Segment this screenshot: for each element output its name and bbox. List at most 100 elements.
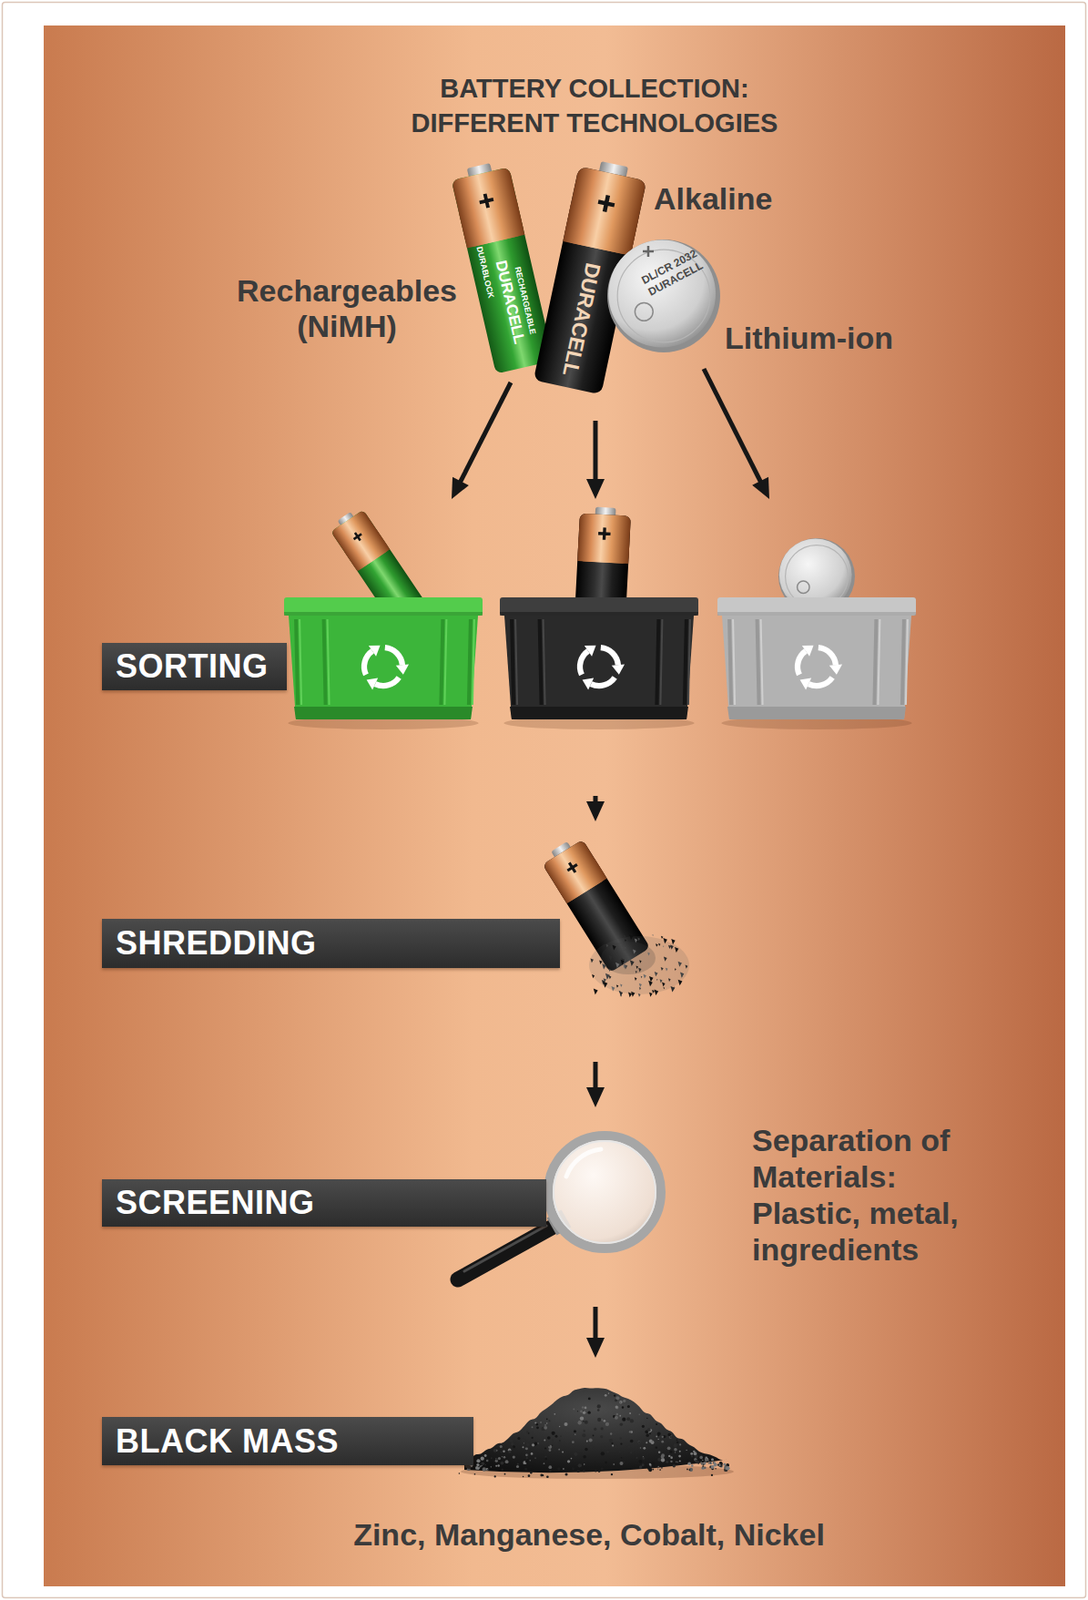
pile-grain	[551, 1431, 556, 1435]
pile-grain	[703, 1466, 706, 1469]
alkaline-battery-cap-base	[562, 203, 639, 256]
debris-fragment	[619, 990, 623, 996]
stage-name: SHREDDING	[115, 925, 317, 962]
pile-grain	[726, 1466, 730, 1470]
debris-fragment	[606, 944, 610, 948]
pile-grain	[499, 1444, 503, 1448]
pile-grain	[534, 1456, 536, 1458]
pile-grain	[702, 1461, 706, 1465]
debris-fragment	[662, 937, 667, 944]
debris-fragment	[647, 952, 651, 956]
pile-grain	[529, 1471, 532, 1474]
pile-grain	[476, 1458, 480, 1463]
pile-grain	[531, 1425, 534, 1428]
debris-fragment	[663, 955, 668, 961]
pile-grain	[665, 1460, 669, 1464]
black-recycling-bin-rib	[539, 619, 542, 705]
pile-grain	[597, 1417, 601, 1422]
pile-grain	[490, 1456, 493, 1459]
pile-grain	[639, 1413, 641, 1415]
pile-grain	[597, 1403, 601, 1408]
pile-grain	[509, 1439, 514, 1444]
debris-fragment	[640, 976, 643, 979]
debris-fragment	[635, 970, 638, 974]
pile-grain	[698, 1462, 700, 1464]
green-recycling-bin-recycle-symbol-head	[368, 645, 381, 657]
title: BATTERY COLLECTION: DIFFERENT TECHNOLOGI…	[394, 71, 795, 141]
pile-grain	[495, 1457, 499, 1461]
black-recycling-bin-rim	[499, 597, 699, 616]
pile-grain	[549, 1469, 552, 1473]
pile-grain	[582, 1410, 587, 1414]
debris-fragment	[636, 965, 639, 968]
pile-grain	[486, 1467, 489, 1471]
pile-grain	[582, 1469, 586, 1473]
pile-grain	[480, 1456, 485, 1461]
pile-grain	[649, 1463, 651, 1465]
green-recycling-bin-rim	[284, 597, 483, 616]
green-recycling-bin-recycle-symbol-arc	[364, 650, 373, 675]
pile-grain	[616, 1413, 619, 1415]
pile-grain	[709, 1461, 712, 1464]
debris-fragment	[632, 948, 637, 954]
stage-band: SHREDDING	[101, 918, 560, 968]
pile-grain	[629, 1430, 631, 1433]
debris-fragment	[639, 986, 641, 990]
debris-fragment	[655, 943, 659, 947]
alkaline-battery-in-bin-cap	[577, 513, 631, 564]
battery-type: Lithium-ion	[691, 273, 911, 369]
alkaline-battery-cap	[562, 166, 647, 256]
black-recycling-bin-rib-light	[688, 619, 691, 705]
pile-grain	[669, 1450, 672, 1454]
pile-grain	[482, 1466, 487, 1471]
pile-grain	[500, 1467, 504, 1471]
pile-grain	[725, 1465, 730, 1470]
debris-fragment	[610, 986, 615, 992]
pile-grain	[691, 1454, 693, 1457]
pile-grain	[649, 1438, 653, 1443]
pile-grain	[584, 1420, 589, 1424]
pile-grain	[592, 1434, 595, 1437]
pile-grain	[709, 1461, 712, 1465]
debris-fragment	[671, 938, 675, 945]
pile-grain	[551, 1439, 554, 1442]
pile-grain	[499, 1451, 502, 1454]
pile-grain	[600, 1426, 604, 1430]
pile-grain	[543, 1462, 546, 1465]
shredded-battery-cap	[542, 839, 608, 904]
flow-arrow	[451, 382, 511, 499]
pile-grain	[646, 1417, 648, 1419]
green-recycling-bin-recycle-symbol-head	[396, 664, 409, 675]
magnifier-inner-ring	[553, 1140, 656, 1243]
coin-plus-sign	[642, 245, 654, 257]
green-recycling-bin-rib	[324, 619, 326, 705]
debris-fragment	[662, 945, 664, 947]
debris-fragment	[634, 938, 638, 944]
debris-fragment	[622, 945, 627, 952]
debris-fragment	[638, 967, 641, 973]
green-recycling-bin	[284, 597, 483, 730]
pile-grain	[657, 1432, 661, 1436]
flow-arrow	[703, 368, 770, 499]
pile-grain	[689, 1467, 693, 1472]
pile-grain	[690, 1452, 693, 1455]
pile-grain	[627, 1404, 631, 1408]
nimh-battery-body	[451, 166, 554, 374]
pile-grain	[546, 1417, 549, 1420]
pile-grain	[476, 1463, 479, 1466]
debris-fragment	[622, 935, 626, 939]
copper-panel	[43, 25, 1066, 1587]
black-mass-pile	[458, 1387, 734, 1479]
pile-grain	[549, 1470, 551, 1472]
pile-grain	[600, 1418, 603, 1421]
pile-grain	[499, 1451, 502, 1454]
debris-fragment	[656, 978, 658, 981]
pile-grain	[505, 1459, 509, 1464]
pile-grain	[630, 1451, 632, 1454]
pile-grain	[657, 1457, 661, 1462]
dust-haze	[600, 941, 656, 975]
pile-grain	[564, 1422, 569, 1426]
pile-grain	[510, 1442, 514, 1445]
black-recycling-bin-rim-edge	[499, 611, 699, 616]
